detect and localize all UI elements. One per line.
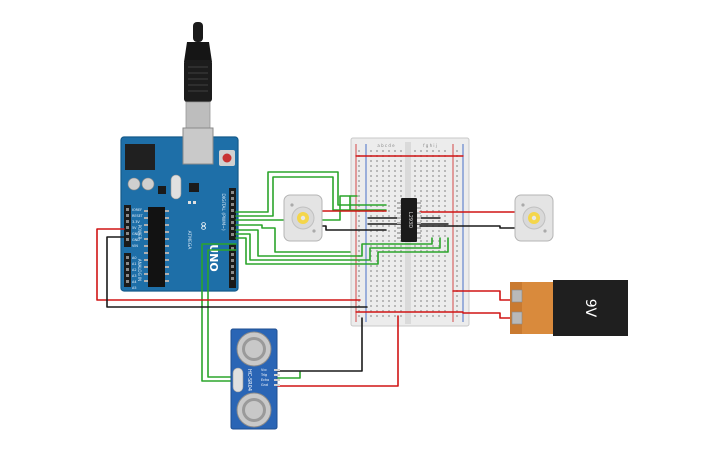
pin-label: 3.3V <box>132 220 140 224</box>
pin-label: A3 <box>132 274 136 278</box>
breadboard-column-letters-right: f g h i j <box>423 143 437 148</box>
sensor-pin-label: Vcc <box>261 368 267 372</box>
breadboard-column-letters-left: a b c d e <box>377 143 395 148</box>
wire-green[interactable] <box>235 171 387 213</box>
sensor-transducer-bottom <box>236 392 272 428</box>
pin-label: A2 <box>132 268 136 272</box>
dc-motor-right[interactable] <box>514 194 554 242</box>
breadboard-holes <box>358 150 458 317</box>
wire-black-gnd[interactable] <box>106 236 368 308</box>
battery-terminal-negative[interactable] <box>511 311 523 325</box>
battery-label: 9V <box>582 299 598 318</box>
battery-9v[interactable]: 9V <box>510 280 628 336</box>
arduino-model-label: UNO <box>207 244 220 272</box>
battery-terminal-positive[interactable] <box>511 289 523 303</box>
wire-red-battery[interactable] <box>452 290 512 301</box>
arduino-logo: ∞ <box>197 221 211 231</box>
wire-black-motor-right[interactable] <box>419 225 521 229</box>
usb-cable[interactable] <box>184 22 212 129</box>
power-pin-labels: IOREF RESET 3.3V 5V GND GND VIN <box>132 208 144 248</box>
wire-green[interactable] <box>235 233 441 261</box>
pin-label: GND <box>132 238 140 242</box>
pin-label: IOREF <box>132 208 142 212</box>
sensor-model-label: HC-SR04 <box>246 369 252 391</box>
sensor-pin-label: Trig <box>260 373 267 377</box>
sensor-pin-label: Gnd <box>261 383 268 387</box>
analog-header-label: ANALOG IN <box>137 259 142 281</box>
wire-green-trig[interactable] <box>201 243 237 382</box>
power-header-label: POWER <box>137 225 142 240</box>
chip-label: ATMEGA <box>186 231 192 251</box>
atmega-chip <box>148 207 165 287</box>
wire-red-5v[interactable] <box>96 228 361 301</box>
motor-driver-ic[interactable]: L293D <box>397 198 421 242</box>
wire-green[interactable] <box>235 237 449 265</box>
pin-label: A4 <box>132 280 136 284</box>
pin-label: A0 <box>132 256 136 260</box>
pin-label: A5 <box>132 286 136 290</box>
driver-ic-label: L293D <box>407 212 413 228</box>
wire-green-echo[interactable] <box>207 249 237 378</box>
digital-header-label: DIGITAL (PWM~) <box>220 193 226 231</box>
dc-motor-left[interactable] <box>283 194 323 242</box>
wire-green[interactable] <box>235 224 351 253</box>
wire-red-battery-2[interactable] <box>462 312 512 319</box>
pin-label: VIN <box>132 244 138 248</box>
wire-red-sensor-vcc[interactable] <box>276 315 399 387</box>
arduino-uno-board[interactable]: ∞ UNO ATMEGA DIGITAL (PWM~) POWER ANALOG… <box>120 127 239 292</box>
sensor-pin-label: Echo <box>261 378 269 382</box>
wire-black-motor-left[interactable] <box>319 225 387 231</box>
pin-label: 5V <box>132 226 137 230</box>
pin-label: GND <box>132 232 140 236</box>
wire-green[interactable] <box>235 176 387 217</box>
wire-green[interactable] <box>235 229 433 257</box>
wires <box>96 155 521 387</box>
wire-black-sensor-gnd[interactable] <box>276 317 363 372</box>
pin-label: A1 <box>132 262 136 266</box>
sensor-transducer-top <box>236 331 272 367</box>
pin-label: RESET <box>132 214 144 218</box>
